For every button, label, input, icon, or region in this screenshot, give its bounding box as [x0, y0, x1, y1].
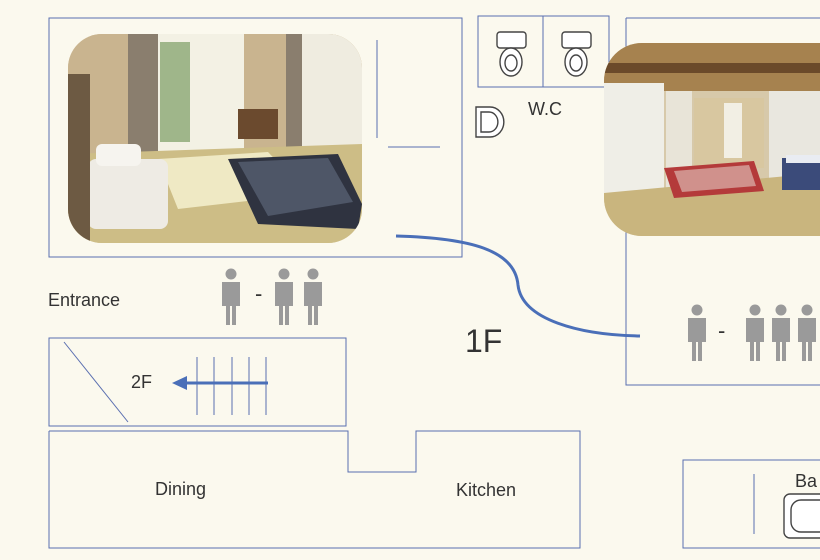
toilet-icon: [561, 31, 592, 77]
sink-icon: [475, 106, 505, 138]
toilet-icon: [496, 31, 527, 77]
capacity-left-dash: -: [255, 281, 263, 306]
dining-label: Dining: [155, 479, 207, 499]
capacity-left: [222, 268, 322, 325]
room-left-wall: [48, 17, 463, 258]
floor-label: 1F: [465, 323, 503, 359]
tatami-room-with-kotatsu-photo: [68, 34, 362, 243]
bath-label: Ba: [795, 471, 818, 491]
large-tatami-room-photo: [604, 43, 820, 236]
stairs-label: 2F: [131, 372, 153, 392]
person-icon: [275, 268, 293, 325]
person-icon: [772, 304, 790, 361]
bath-wall: [682, 459, 820, 549]
entrance-label: Entrance: [48, 290, 121, 310]
kitchen-label: Kitchen: [456, 480, 517, 500]
bathtub-icon: [783, 493, 820, 539]
person-icon: [222, 268, 240, 325]
person-icon: [688, 304, 706, 361]
wc-label: W.C: [528, 99, 562, 119]
route-path: [395, 234, 641, 338]
arrow-left-icon: [172, 376, 268, 390]
dining-kitchen-wall: [48, 430, 581, 549]
person-icon: [304, 268, 322, 325]
capacity-right-dash: -: [718, 318, 726, 343]
person-icon: [798, 304, 816, 361]
person-icon: [746, 304, 764, 361]
capacity-right: [688, 304, 816, 361]
stairs: [63, 341, 267, 423]
stairs-wall: [48, 337, 347, 427]
